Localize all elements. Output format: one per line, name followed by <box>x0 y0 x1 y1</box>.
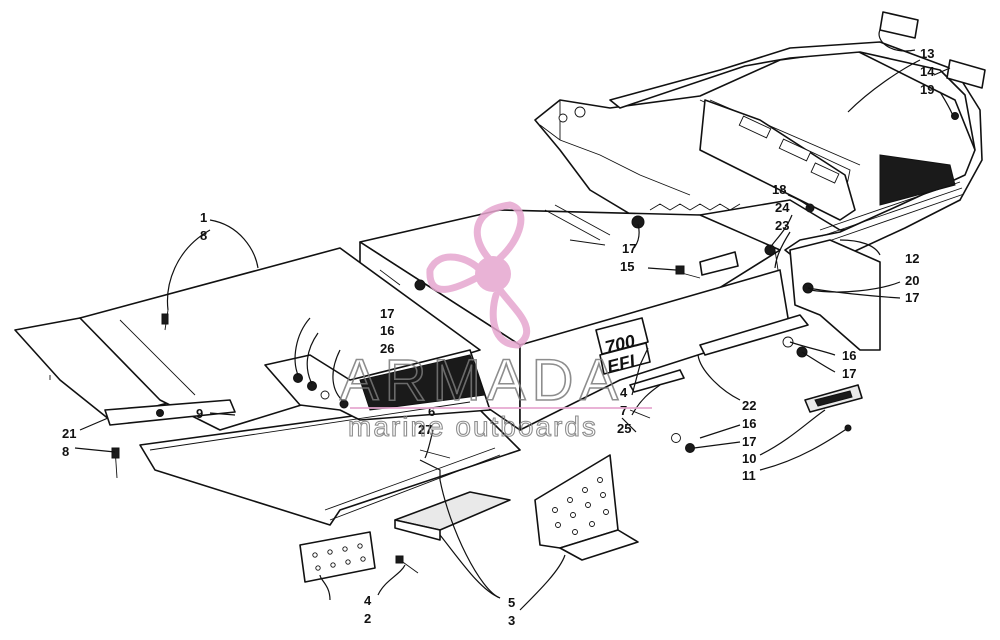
watermark-subtitle: marine outboards <box>348 411 598 442</box>
callout-24: 24 <box>775 200 790 215</box>
running-board <box>14 247 481 431</box>
callout-6: 6 <box>428 404 435 419</box>
rear-bumper-assembly <box>534 41 983 351</box>
callout-13: 13 <box>920 46 934 61</box>
callout-18: 18 <box>772 182 786 197</box>
reflector-10 <box>804 384 863 413</box>
callout-17: 17 <box>622 241 636 256</box>
callout-labels: 1 8 17 16 26 6 27 9 21 8 4 2 5 3 4 7 25 … <box>62 46 935 628</box>
callout-22: 22 <box>742 398 756 413</box>
propeller-logo <box>426 201 531 349</box>
callout-17: 17 <box>905 290 919 305</box>
callout-9: 9 <box>196 406 203 421</box>
callout-3: 3 <box>508 613 515 628</box>
callout-12: 12 <box>905 251 919 266</box>
leader-lines <box>74 29 954 611</box>
callout-4: 4 <box>620 385 628 400</box>
callout-23: 23 <box>775 218 789 233</box>
callout-4: 4 <box>364 593 372 608</box>
decal-14 <box>946 59 986 89</box>
callout-10: 10 <box>742 451 756 466</box>
callout-16: 16 <box>380 323 394 338</box>
callout-27: 27 <box>418 422 432 437</box>
callout-17: 17 <box>842 366 856 381</box>
callout-19: 19 <box>920 82 934 97</box>
callout-15: 15 <box>620 259 634 274</box>
callout-2: 2 <box>364 611 371 626</box>
callout-20: 20 <box>905 273 919 288</box>
gusset-bracket-3 <box>534 454 639 561</box>
callout-17: 17 <box>742 434 756 449</box>
callout-16: 16 <box>842 348 856 363</box>
callout-16: 16 <box>742 416 756 431</box>
callout-1: 1 <box>200 210 207 225</box>
decal-13 <box>879 11 919 39</box>
callout-25: 25 <box>617 421 631 436</box>
toe-clip <box>394 491 511 541</box>
mounting-bracket-21 <box>104 399 236 426</box>
side-panel <box>139 349 521 526</box>
callout-8: 8 <box>62 444 69 459</box>
watermark-title: ARMADA <box>340 348 624 413</box>
callout-14: 14 <box>920 64 935 79</box>
callout-11: 11 <box>742 468 756 483</box>
propeller-hub-icon <box>475 256 511 292</box>
reinforcement-plate-2 <box>299 531 376 583</box>
callout-17: 17 <box>380 306 394 321</box>
callout-7: 7 <box>620 403 627 418</box>
watermark: ARMADA marine outboards <box>339 201 652 443</box>
support-rod-22 <box>629 314 809 393</box>
callout-21: 21 <box>62 426 76 441</box>
callout-5: 5 <box>508 595 515 610</box>
callout-8: 8 <box>200 228 207 243</box>
callout-26: 26 <box>380 341 394 356</box>
model-badge: 700 EFI <box>595 317 651 377</box>
